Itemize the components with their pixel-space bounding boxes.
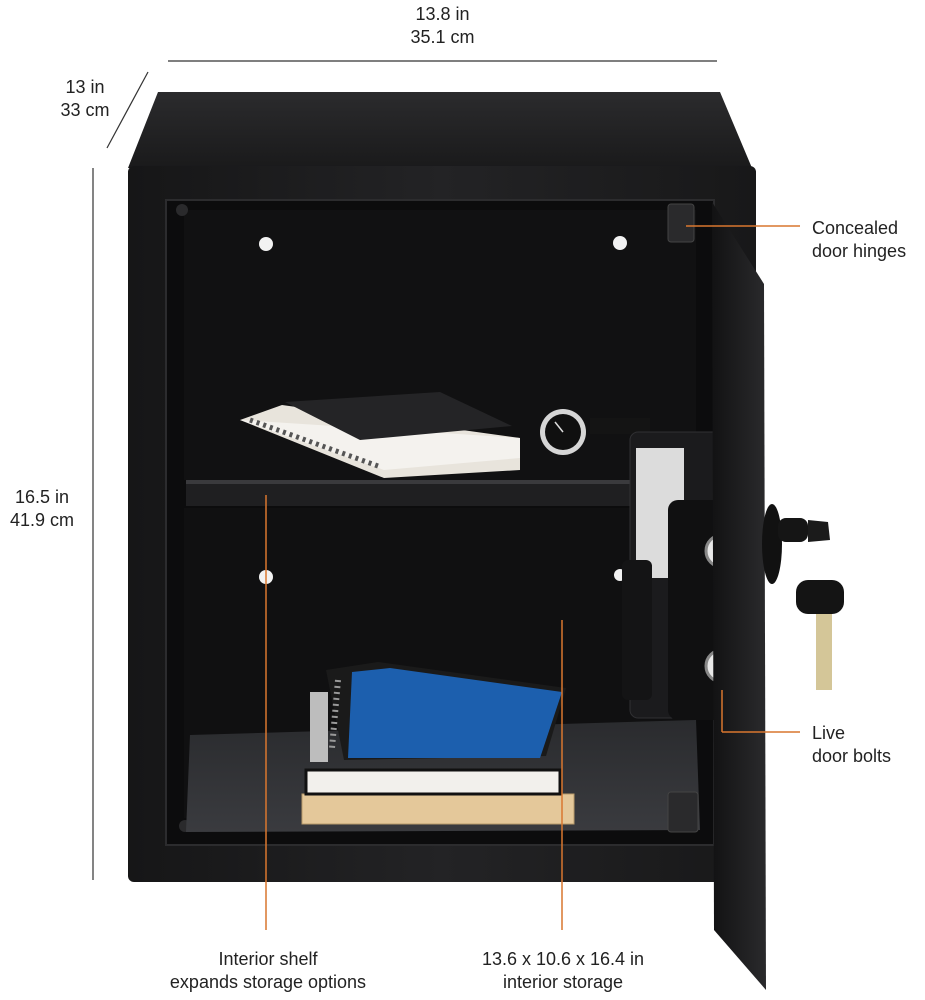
lower-shelf-items	[301, 662, 575, 825]
shelf-callout-line1: Interior shelf	[218, 949, 318, 969]
book-middle	[304, 768, 562, 796]
depth-dimension-line	[106, 71, 149, 149]
notebook-spiral	[249, 417, 379, 469]
shelf-callout: Interior shelf expands storage options	[146, 948, 390, 994]
callout-lines	[265, 225, 800, 930]
interior-callout-line2: interior storage	[502, 972, 624, 992]
corner-screw	[176, 204, 188, 216]
width-in: 13.8 in	[415, 4, 470, 24]
bolts-callout-line2: door bolts	[812, 746, 892, 766]
mounting-hole	[259, 237, 273, 251]
lock-cylinder	[622, 560, 652, 700]
hard-drive	[285, 392, 512, 440]
door-hinge-top	[667, 203, 695, 243]
door-panel	[712, 202, 766, 990]
bolts-callout-line1: Live	[812, 723, 846, 743]
width-label: 13.8 in 35.1 cm	[380, 3, 505, 49]
pen	[310, 692, 328, 762]
key-head	[778, 518, 808, 542]
interior-callout-line1: 13.6 x 10.6 x 16.4 in	[481, 949, 645, 969]
watch-strap	[590, 418, 650, 434]
interior-shelf	[186, 480, 696, 506]
door-hinge-bottom	[667, 791, 699, 833]
shelf-callout-line2: expands storage options	[169, 972, 367, 992]
bolts-callout: Live door bolts	[812, 722, 891, 768]
dimension-lines	[92, 60, 717, 880]
interior-callout: 13.6 x 10.6 x 16.4 in interior storage	[458, 948, 668, 994]
depth-in: 13 in	[65, 77, 105, 97]
width-cm: 35.1 cm	[410, 27, 475, 47]
spare-key-head	[796, 580, 844, 614]
depth-label: 13 in 33 cm	[50, 76, 120, 122]
safe-top	[128, 92, 752, 168]
hinges-callout-line2: door hinges	[812, 241, 907, 261]
safe-door	[712, 202, 844, 990]
height-label: 16.5 in 41.9 cm	[0, 486, 84, 532]
shelf-edge	[186, 480, 696, 484]
key-hole-housing	[762, 504, 782, 584]
upper-shelf-items	[240, 392, 650, 478]
depth-cm: 33 cm	[60, 100, 110, 120]
blue-notebook	[348, 668, 562, 758]
book-bottom	[301, 793, 575, 825]
spare-key-blade	[816, 614, 832, 690]
height-in: 16.5 in	[14, 487, 70, 507]
hinges-callout: Concealed door hinges	[812, 217, 906, 263]
mounting-hole	[613, 236, 627, 250]
height-cm: 41.9 cm	[9, 510, 75, 530]
hinges-callout-line1: Concealed	[812, 218, 899, 238]
